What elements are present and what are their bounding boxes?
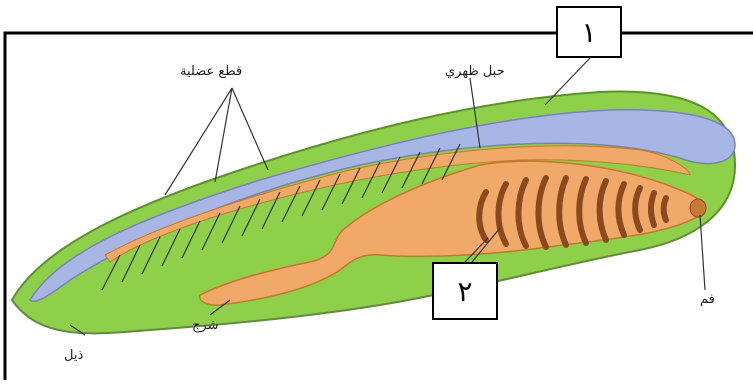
callout-box-two: ٢ bbox=[432, 262, 498, 320]
label-mouth: فم bbox=[700, 292, 715, 307]
label-muscle-segments: قطع عضلية bbox=[180, 64, 242, 79]
label-tail: ذيل bbox=[64, 348, 83, 363]
label-dorsal-cord: حبل ظهري bbox=[445, 64, 505, 79]
mouth-opening bbox=[690, 199, 706, 217]
callout-box-one: ١ bbox=[556, 6, 622, 58]
label-anus: شرج bbox=[192, 318, 218, 333]
leader-muscle-3 bbox=[232, 88, 268, 170]
